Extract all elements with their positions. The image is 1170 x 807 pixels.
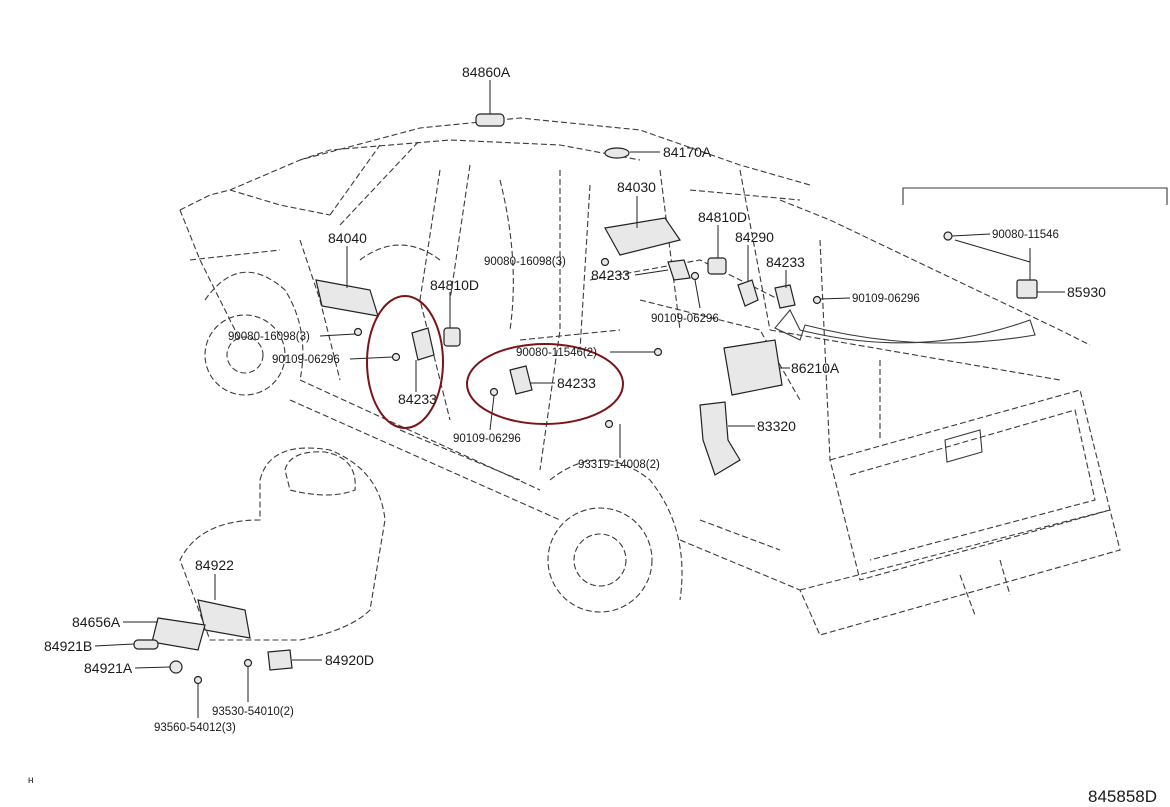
- screw-90109-06296-bottom: [489, 387, 499, 397]
- label-84290: 84290: [735, 229, 774, 245]
- part-84920D: [267, 649, 293, 671]
- arrow-to-inset: [774, 309, 1036, 344]
- part-84921B: [133, 639, 159, 650]
- part-84030: [604, 217, 681, 256]
- label-93560-54012: 93560-54012(3): [154, 722, 236, 734]
- part-86210A: [723, 339, 783, 396]
- screw-90109-06296-right: [812, 295, 822, 305]
- label-86210A: 86210A: [791, 360, 840, 376]
- label-93319-14008: 93319-14008(2): [578, 459, 660, 471]
- label-84921A: 84921A: [84, 660, 133, 676]
- label-90080-16098-left: 90080-16098(3): [228, 331, 310, 343]
- label-84233-center: 84233: [557, 375, 596, 391]
- label-90109-06296-mid: 90109-06296: [651, 313, 719, 325]
- part-84860A: [475, 113, 505, 127]
- label-84233-mid: 84233: [591, 267, 630, 283]
- label-84922: 84922: [195, 557, 234, 573]
- highlight-ellipse-left: [366, 295, 444, 429]
- label-84656A: 84656A: [72, 614, 121, 630]
- screw-90080-11546-center: [653, 347, 663, 357]
- parts: [133, 113, 1038, 685]
- label-85930: 85930: [1067, 284, 1106, 300]
- part-labels: 84860A 84170A 84030 84810D 84290 84233 9…: [44, 64, 1106, 734]
- part-84922: [197, 599, 251, 639]
- label-90080-11546-inset: 90080-11546: [992, 229, 1059, 241]
- label-84170A: 84170A: [663, 144, 712, 160]
- label-90109-06296-right: 90109-06296: [852, 293, 920, 305]
- screw-90080-16098-left: [353, 327, 363, 337]
- highlight-ellipse-center: [466, 343, 624, 425]
- label-84233-right: 84233: [766, 254, 805, 270]
- label-90080-16098-right: 90080-16098(3): [484, 256, 566, 268]
- leader-lines: [94, 80, 1065, 718]
- label-93530-54010: 93530-54010(2): [212, 706, 294, 718]
- part-84656A: [151, 617, 206, 651]
- screw-93560-54012: [193, 675, 203, 685]
- label-83320: 83320: [757, 418, 796, 434]
- part-85930: [1016, 279, 1038, 299]
- part-84233-right: [774, 284, 796, 309]
- truck-outline: [179, 117, 1121, 636]
- label-84921B: 84921B: [44, 638, 92, 654]
- part-84810D-right: [707, 257, 727, 275]
- label-84920D: 84920D: [325, 652, 374, 668]
- label-84030: 84030: [617, 179, 656, 195]
- inset-bracket: [902, 187, 1168, 205]
- part-84233-mid: [667, 259, 691, 281]
- label-90080-11546-center: 90080-11546(2): [516, 347, 597, 359]
- seat-outline: [179, 447, 386, 641]
- screw-90080-16098-right: [600, 257, 610, 267]
- label-84860A: 84860A: [462, 64, 511, 80]
- headrest-outline: [284, 451, 356, 496]
- screw-90109-06296-left: [391, 352, 401, 362]
- part-84290: [737, 279, 759, 307]
- screw-93530-54010: [243, 658, 253, 668]
- label-84040: 84040: [328, 230, 367, 246]
- part-84921A: [169, 660, 183, 674]
- part-84233-left: [411, 327, 435, 361]
- label-84810D-left: 84810D: [430, 277, 479, 293]
- part-84233-center: [509, 365, 533, 395]
- label-84810D-right: 84810D: [698, 209, 747, 225]
- screw-93319-14008: [604, 419, 614, 429]
- screw-90109-06296-mid: [690, 271, 700, 281]
- part-83320: [699, 401, 741, 476]
- part-84810D-left: [443, 327, 461, 347]
- screw-90080-11546-inset: [943, 231, 953, 241]
- diagram-id: 845858D: [1088, 787, 1157, 806]
- label-90109-06296-bottom: 90109-06296: [453, 433, 521, 445]
- label-84233-left: 84233: [398, 391, 437, 407]
- label-90109-06296-left: 90109-06296: [272, 354, 340, 366]
- corner-mark: ʜ: [28, 775, 34, 786]
- part-84170A: [604, 147, 630, 159]
